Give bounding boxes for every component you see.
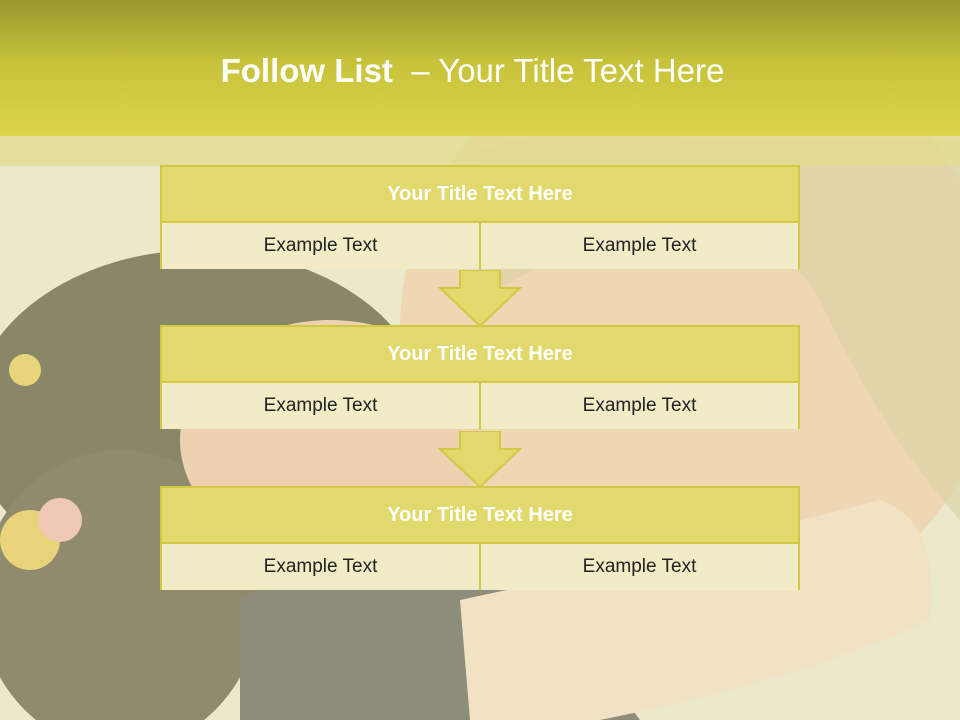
title-bar <box>0 0 960 136</box>
step-cell-right: Example Text <box>479 383 798 429</box>
step-block-1: Your Title Text Here Example Text Exampl… <box>160 165 800 269</box>
step-block-2: Your Title Text Here Example Text Exampl… <box>160 325 800 429</box>
step-row: Example Text Example Text <box>162 383 798 429</box>
step-title: Your Title Text Here <box>162 167 798 223</box>
step-row: Example Text Example Text <box>162 223 798 269</box>
down-arrow-icon <box>438 431 522 489</box>
step-cell-right: Example Text <box>479 544 798 590</box>
slide-title: Follow List – Your Title Text Here <box>0 52 945 90</box>
step-title: Your Title Text Here <box>162 488 798 544</box>
title-bar-strip <box>0 136 960 166</box>
step-cell-right: Example Text <box>479 223 798 269</box>
slide-title-rest: – Your Title Text Here <box>411 52 725 89</box>
step-title: Your Title Text Here <box>162 327 798 383</box>
step-row: Example Text Example Text <box>162 544 798 590</box>
step-cell-left: Example Text <box>162 544 479 590</box>
step-cell-left: Example Text <box>162 383 479 429</box>
down-arrow-icon <box>438 270 522 328</box>
step-cell-left: Example Text <box>162 223 479 269</box>
slide-title-bold: Follow List <box>220 52 393 89</box>
step-block-3: Your Title Text Here Example Text Exampl… <box>160 486 800 590</box>
